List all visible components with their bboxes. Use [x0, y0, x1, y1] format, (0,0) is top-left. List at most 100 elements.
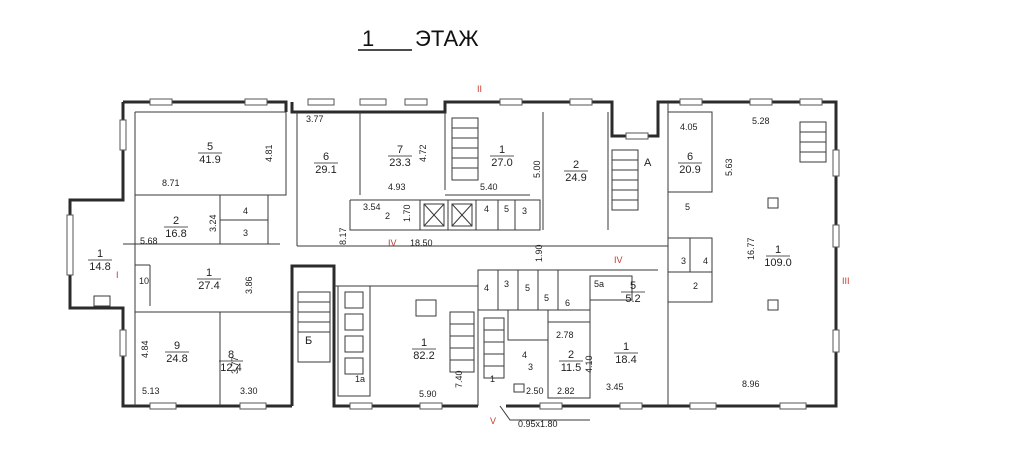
room-area: 27.0 [491, 157, 512, 169]
dimension-label: 3.86 [244, 276, 254, 294]
room-area: 41.9 [199, 154, 220, 166]
small-room-number: 4 [522, 350, 527, 360]
stair-letter: Б [305, 335, 312, 347]
elevator-shafts [93, 197, 779, 393]
room-area: 14.8 [89, 261, 110, 273]
small-room-number: 3 [504, 279, 509, 289]
room-number: 7 [397, 144, 403, 156]
section-mark: IV [614, 255, 623, 265]
dimension-label: 5.00 [532, 160, 542, 178]
room-number: 1 [775, 244, 781, 256]
room-number: 1 [623, 341, 629, 353]
dimension-label: 4.84 [140, 340, 150, 358]
dimension-label: 3.54 [363, 202, 381, 212]
dimension-label: 8.17 [338, 227, 348, 245]
stair-a [611, 149, 639, 211]
room-number: 1 [206, 267, 212, 279]
room-area: 11.5 [561, 362, 582, 374]
room-area: 5.2 [625, 293, 640, 305]
room-number: 6 [323, 151, 329, 163]
section-mark: III [842, 276, 850, 286]
small-room-number: 1 [490, 374, 495, 384]
room-number: 1 [421, 337, 427, 349]
room-number: 9 [174, 340, 180, 352]
room-number: 5 [630, 280, 636, 292]
dimension-label: 5.28 [752, 116, 770, 126]
room-area: 12.4 [220, 362, 241, 374]
small-room-number: 5 [525, 283, 530, 293]
dimension-label: 3.77 [306, 114, 324, 124]
room-area: 20.9 [679, 164, 700, 176]
dimension-label: 18.50 [410, 238, 433, 248]
door-size-note: 0.95x1.80 [518, 419, 558, 429]
room-area: 18.4 [615, 354, 636, 366]
dimension-label: 5.13 [142, 386, 160, 396]
small-room-number: 3 [243, 228, 248, 238]
small-room-number: 4 [484, 283, 489, 293]
small-room-number: 1a [355, 374, 365, 384]
dimension-label: 4.72 [418, 144, 428, 162]
small-room-number: 3 [522, 206, 527, 216]
small-room-number: 4 [243, 206, 248, 216]
dimension-label: 3.77 [230, 356, 240, 374]
small-room-number: 5 [544, 293, 549, 303]
room-number: 2 [173, 215, 179, 227]
outer-walls [68, 100, 838, 408]
room-number: 2 [568, 349, 574, 361]
room-number: 2 [573, 159, 579, 171]
room-area: 24.8 [166, 353, 187, 365]
room-area: 29.1 [315, 164, 336, 176]
dimension-label: 3.30 [240, 386, 258, 396]
dimension-label: 5.68 [140, 236, 158, 246]
room-number: 1 [499, 144, 505, 156]
room-area: 24.9 [565, 172, 586, 184]
dimension-label: 8.96 [742, 379, 760, 389]
small-room-number: 5a [594, 279, 604, 289]
stair-upper [451, 117, 479, 181]
section-mark: II [477, 84, 482, 94]
floor-title: ЭТАЖ [415, 26, 479, 51]
room-number: 8 [228, 349, 234, 361]
room-area: 109.0 [764, 257, 792, 269]
dimension-label: 4.10 [584, 355, 594, 373]
dimension-label: 5.90 [419, 389, 437, 399]
small-room-number: 2 [385, 211, 390, 221]
small-room-number: 2 [693, 281, 698, 291]
stair-right [799, 121, 827, 163]
dimension-label: 5.63 [724, 158, 734, 176]
dimension-label: 5.40 [480, 182, 498, 192]
dimension-label: 4.81 [264, 144, 274, 162]
small-room-number: 3 [528, 362, 533, 372]
dimension-label: 4.05 [680, 122, 698, 132]
dimension-label: 2.78 [556, 330, 574, 340]
room-number: 5 [207, 141, 213, 153]
small-room-number: 4 [484, 204, 489, 214]
small-room-number: 3 [681, 256, 686, 266]
small-room-number: 10 [139, 276, 149, 286]
dimension-label: 1.70 [402, 204, 412, 222]
small-room-number: 6 [565, 298, 570, 308]
stair-b [297, 291, 331, 363]
section-mark: I [116, 270, 119, 280]
dimension-label: 8.71 [162, 178, 180, 188]
windows [66, 98, 840, 410]
stair-entrance-v [483, 317, 505, 379]
section-mark: IV [388, 238, 397, 248]
section-mark: V [490, 416, 496, 426]
dimension-label: 3.45 [606, 382, 624, 392]
room-area: 82.2 [413, 350, 434, 362]
small-room-number: 5 [504, 204, 509, 214]
small-room-number: 4 [703, 256, 708, 266]
room-area: 23.3 [389, 157, 410, 169]
dimension-label: 2.50 [526, 386, 544, 396]
room-area: 16.8 [165, 228, 186, 240]
stair-letter: А [644, 157, 652, 169]
small-room-number: 5 [685, 202, 690, 212]
floor-number: 1 [362, 26, 374, 51]
room-number: 1 [97, 248, 103, 260]
stair-lower-middle [449, 311, 475, 373]
stairs [297, 117, 827, 379]
